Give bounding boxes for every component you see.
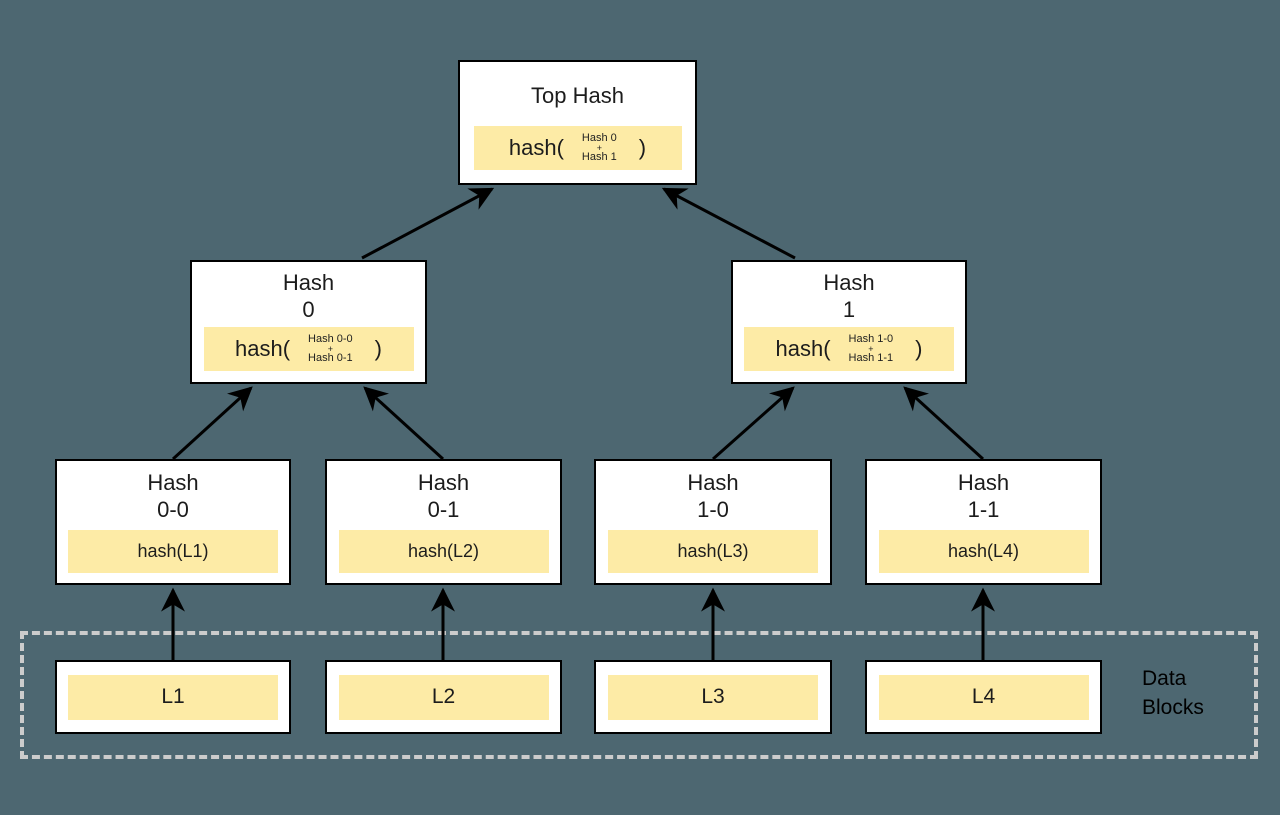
hash-formula-box: hash(L3) (608, 530, 818, 573)
data-blocks-region (20, 631, 1258, 759)
node-data-block-l2: L2 (325, 660, 562, 734)
node-data-block-l1: L1 (55, 660, 291, 734)
formula-suffix: ) (374, 336, 382, 361)
arrow-hash00-to-hash0 (171, 386, 253, 461)
arrow-hash10-to-hash1 (712, 386, 795, 461)
formula-args: Hash 0 + Hash 1 (582, 133, 617, 163)
data-block-label: L1 (161, 685, 185, 708)
formula-operator: + (327, 344, 333, 354)
formula-args: Hash 1-0 + Hash 1-1 (849, 334, 894, 364)
formula-arg1: Hash 0 (581, 132, 617, 144)
formula-operator: + (596, 143, 602, 153)
node-top-hash: Top Hash hash( Hash 0 + Hash 1 ) (458, 60, 697, 185)
data-block-label: L4 (971, 685, 996, 708)
formula-suffix: ) (915, 336, 923, 361)
data-block-label-box: L3 (608, 674, 818, 720)
formula-suffix: ) (638, 135, 647, 160)
data-blocks-caption: Data Blocks (1142, 664, 1204, 722)
data-block-label: L3 (701, 685, 725, 708)
node-data-block-l3: L3 (594, 660, 832, 734)
hash-formula-box: hash(L1) (68, 530, 278, 573)
formula-arg2: Hash 1 (581, 151, 617, 163)
data-block-label-box: L1 (68, 674, 278, 720)
hash-formula-box: hash( Hash 0-0 + Hash 0-1 ) (203, 327, 414, 371)
node-data-block-l4: L4 (865, 660, 1102, 734)
formula-prefix: hash( (234, 336, 291, 361)
hash-formula-box: hash( Hash 1-0 + Hash 1-1 ) (744, 327, 954, 371)
arrow-hash01-to-hash0 (363, 386, 445, 461)
data-blocks-caption-line1: Data (1142, 667, 1187, 690)
formula-arg1: Hash 0-0 (308, 333, 353, 345)
formula-text: hash(L2) (407, 541, 480, 561)
data-blocks-caption-line2: Blocks (1142, 696, 1204, 719)
arrow-hash0-to-top (361, 187, 495, 260)
formula-arg2: Hash 1-1 (848, 352, 894, 364)
formula-arg1: Hash 1-0 (848, 333, 894, 345)
formula-text: hash(L4) (947, 541, 1020, 561)
formula-args: Hash 0-0 + Hash 0-1 (308, 334, 353, 364)
hash-formula-box: hash(L2) (338, 530, 549, 573)
hash-formula-box: hash(L4) (878, 530, 1089, 573)
data-block-label-box: L4 (878, 674, 1089, 720)
formula-text: hash(L3) (677, 541, 749, 561)
arrow-hash1-to-top (661, 187, 796, 260)
formula-text: hash(L1) (137, 541, 209, 561)
arrow-hash11-to-hash1 (903, 386, 985, 461)
formula-prefix: hash( (775, 336, 831, 361)
formula-arg2: Hash 0-1 (308, 352, 353, 364)
hash-formula-box: hash( Hash 0 + Hash 1 ) (473, 126, 682, 170)
formula-prefix: hash( (508, 135, 564, 160)
data-block-label-box: L2 (338, 674, 549, 720)
node-title: Top Hash (531, 83, 624, 108)
formula-operator: + (868, 344, 874, 354)
data-block-label: L2 (431, 685, 456, 708)
